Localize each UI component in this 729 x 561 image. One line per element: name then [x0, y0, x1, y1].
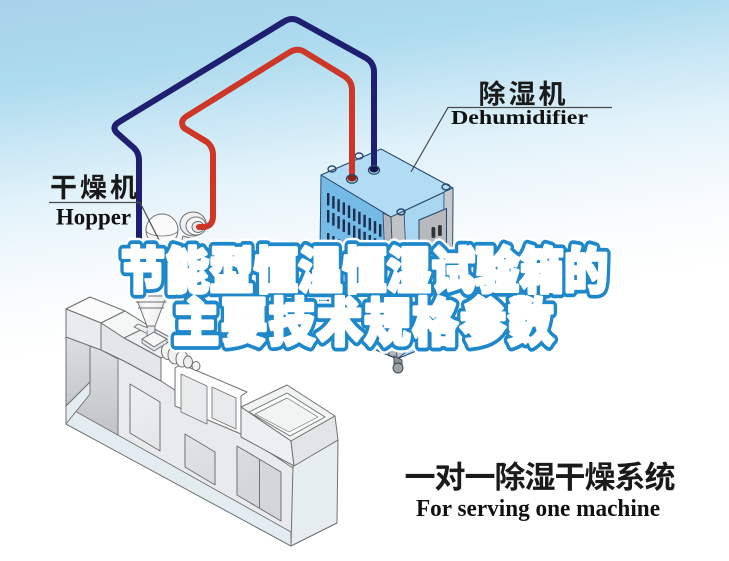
svg-text:Dehumidifier: Dehumidifier — [451, 107, 588, 129]
svg-text:Hopper: Hopper — [56, 205, 131, 230]
svg-text:For serving one machine: For serving one machine — [416, 496, 660, 522]
